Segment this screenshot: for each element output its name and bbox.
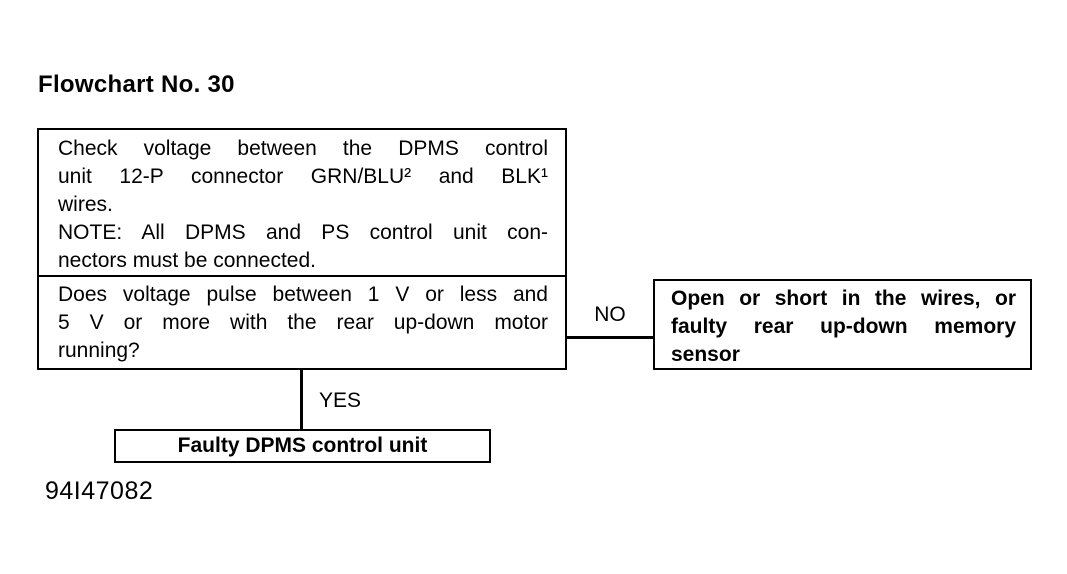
check-box-line-2: unit 12-P connector GRN/BLU² and BLK¹ <box>58 165 548 188</box>
check-box-line-5: nectors must be connected. <box>58 249 316 272</box>
check-voltage-box: Check voltage between the DPMS control u… <box>37 128 567 277</box>
voltage-pulse-question-box: Does voltage pulse between 1 V or less a… <box>37 277 567 370</box>
no-result-line-3: sensor <box>671 343 740 366</box>
no-result-box: Open or short in the wires, or faulty re… <box>653 279 1032 370</box>
question-box-line-2: 5 V or more with the rear up-down motor <box>58 311 548 334</box>
no-result-line-1: Open or short in the wires, or <box>671 287 1016 310</box>
check-box-line-1: Check voltage between the DPMS control <box>58 137 548 160</box>
figure-id: 94I47082 <box>45 477 154 505</box>
question-box-line-1: Does voltage pulse between 1 V or less a… <box>58 283 548 306</box>
faulty-dpms-result-box: Faulty DPMS control unit <box>114 429 491 463</box>
question-box-line-3: running? <box>58 339 140 362</box>
yes-connector-line <box>300 370 303 429</box>
check-box-line-3: wires. <box>58 193 113 216</box>
no-branch-label: NO <box>594 303 626 326</box>
no-connector-line <box>566 336 654 339</box>
page-title: Flowchart No. 30 <box>38 71 235 98</box>
check-box-line-4: NOTE: All DPMS and PS control unit con- <box>58 221 548 244</box>
faulty-dpms-result-text: Faulty DPMS control unit <box>177 434 428 457</box>
no-result-line-2: faulty rear up-down memory <box>671 315 1016 338</box>
yes-branch-label: YES <box>319 389 362 412</box>
